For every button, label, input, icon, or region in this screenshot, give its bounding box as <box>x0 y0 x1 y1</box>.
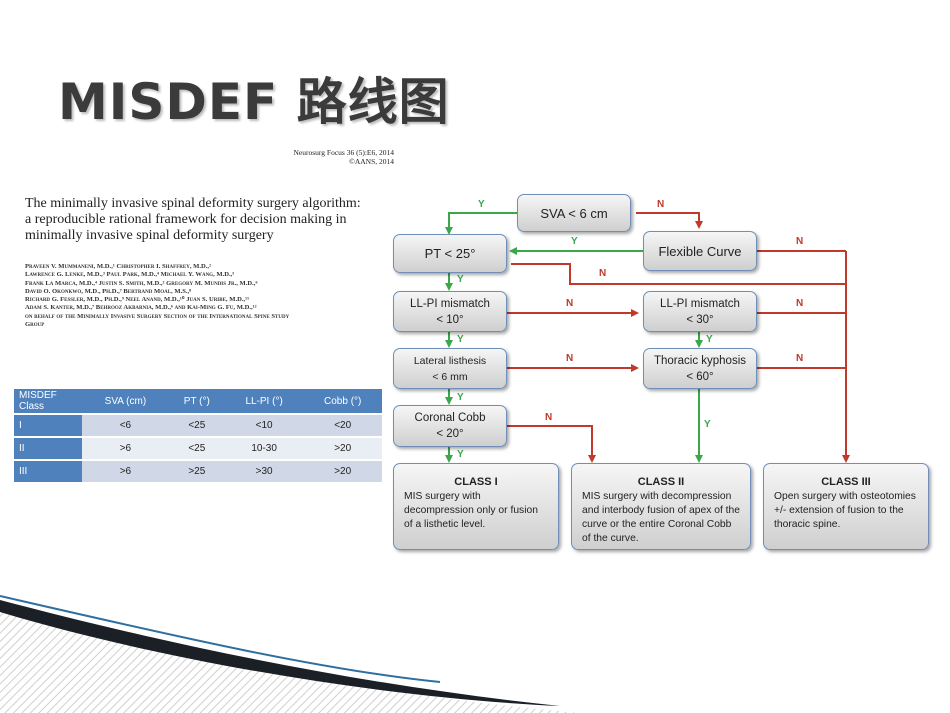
journal-copyright: ©AANS, 2014 <box>349 157 394 166</box>
no-label: N <box>796 353 804 364</box>
decision-text: Lateral listhesis <box>413 354 487 367</box>
no-label: N <box>796 298 804 309</box>
table-cell: <6 <box>82 413 169 437</box>
table-header-row: MISDEF Class SVA (cm) PT (°) LL-PI (°) C… <box>14 389 382 414</box>
class-description: MIS surgery with decompression only or f… <box>404 491 538 530</box>
decision-text: PT < 25° <box>424 246 476 261</box>
sva-decision-box: SVA < 6 cm <box>517 194 631 232</box>
no-label: N <box>566 353 574 364</box>
table-header-cell: Cobb (°) <box>303 389 382 414</box>
no-arrow <box>507 425 596 463</box>
table-row: I <6 <25 <10 <20 <box>14 413 382 437</box>
author-line: Richard G. Fessler, M.D., Ph.D.,⁹ Neel A… <box>25 296 250 304</box>
table-cell: >30 <box>224 459 304 482</box>
table-header-cell: LL-PI (°) <box>224 389 304 414</box>
table-cell: >6 <box>82 459 169 482</box>
yes-label: Y <box>706 334 713 345</box>
author-line: Praveen V. Mummaneni, M.D.,¹ Christopher… <box>25 263 212 270</box>
table-cell: <10 <box>224 413 304 437</box>
paper-title: The minimally invasive spinal deformity … <box>25 196 385 244</box>
table-cell: 10-30 <box>224 436 304 460</box>
yes-label: Y <box>457 334 464 345</box>
journal-line: Neurosurg Focus 36 (5):E6, 2014 <box>293 148 394 157</box>
llpi-10-decision-box: LL-PI mismatch < 10° <box>393 291 507 332</box>
paper-title-line: minimally invasive spinal deformity surg… <box>25 228 274 243</box>
decision-threshold: < 20° <box>436 428 464 440</box>
yes-arrow <box>445 212 517 235</box>
class-1-box: CLASS I MIS surgery with decompression o… <box>393 463 559 550</box>
author-line: Group <box>25 321 45 329</box>
class-title: CLASS I <box>454 476 498 488</box>
decorative-ribbon <box>0 595 580 713</box>
llpi-30-decision-box: LL-PI mismatch < 30° <box>643 291 757 332</box>
table-cell: >20 <box>303 459 382 482</box>
class-description: MIS surgery with decompression and inter… <box>582 491 740 544</box>
author-line: Lawrence G. Lenke, M.D.,³ Paul Park, M.D… <box>25 271 235 279</box>
paper-authors: Praveen V. Mummaneni, M.D.,¹ Christopher… <box>25 263 400 329</box>
decision-text: SVA < 6 cm <box>540 205 608 221</box>
table-cell: >6 <box>82 436 169 460</box>
table-cell: I <box>14 413 82 437</box>
journal-citation: Neurosurg Focus 36 (5):E6, 2014 ©AANS, 2… <box>282 148 394 166</box>
yes-label: Y <box>457 274 464 285</box>
decision-text: LL-PI mismatch <box>660 297 740 310</box>
no-label: N <box>657 199 665 210</box>
decision-text: LL-PI mismatch <box>410 297 490 310</box>
table-row: II >6 <25 10-30 >20 <box>14 436 382 460</box>
table-cell: <25 <box>168 436 225 460</box>
class-title: CLASS II <box>637 476 685 488</box>
no-label: N <box>545 412 553 423</box>
no-arrow <box>511 263 846 285</box>
slide-title: MISDEF 路线图 <box>58 73 450 131</box>
flexible-curve-box: Flexible Curve <box>643 231 757 271</box>
class-title: CLASS III <box>821 476 871 488</box>
misdef-class-table: MISDEF Class SVA (cm) PT (°) LL-PI (°) C… <box>14 389 382 482</box>
yes-label: Y <box>571 236 578 247</box>
yes-label: Y <box>457 392 464 403</box>
table-cell: >25 <box>168 459 225 482</box>
decision-threshold: < 6 mm <box>432 370 468 383</box>
no-arrow <box>636 212 703 229</box>
decision-text: Thoracic kyphosis <box>653 354 747 367</box>
no-label: N <box>796 236 804 247</box>
class-3-box: CLASS III Open surgery with osteotomies … <box>763 463 929 550</box>
coronal-cobb-decision-box: Coronal Cobb < 20° <box>393 405 507 447</box>
decision-text: Flexible Curve <box>658 243 742 259</box>
table-row: III >6 >25 >30 >20 <box>14 459 382 482</box>
table-cell: III <box>14 459 82 482</box>
author-line: Adam S. Kanter, M.D.,⁷ Behrooz Akbarnia,… <box>25 304 257 312</box>
no-label: N <box>599 268 607 279</box>
table-cell: <25 <box>168 413 225 437</box>
table-cell: II <box>14 436 82 460</box>
table-header-cell: SVA (cm) <box>82 389 169 414</box>
class-description: Open surgery with osteotomies +/- extens… <box>774 491 916 530</box>
table-cell: >20 <box>303 436 382 460</box>
yes-label: Y <box>457 449 464 460</box>
decision-threshold: < 10° <box>436 313 464 326</box>
paper-title-line: The minimally invasive spinal deformity … <box>25 196 361 211</box>
table-header-cell: MISDEF Class <box>14 389 82 414</box>
author-line: David O. Okonkwo, M.D., Ph.D.,⁷ Bertrand… <box>25 287 192 295</box>
class-2-box: CLASS II MIS surgery with decompression … <box>571 463 751 550</box>
yes-label: Y <box>478 199 485 210</box>
pt-decision-box: PT < 25° <box>393 234 507 273</box>
author-line: on behalf of the Minimally Invasive Surg… <box>25 312 290 320</box>
thoracic-kyphosis-decision-box: Thoracic kyphosis < 60° <box>643 348 757 389</box>
lateral-listhesis-decision-box: Lateral listhesis < 6 mm <box>393 348 507 389</box>
table-cell: <20 <box>303 413 382 437</box>
decision-text: Coronal Cobb <box>414 412 486 424</box>
decision-threshold: < 60° <box>686 370 714 383</box>
no-label: N <box>566 298 574 309</box>
author-line: Frank La Marca, M.D.,⁴ Justin S. Smith, … <box>25 279 258 287</box>
yes-label: Y <box>704 419 711 430</box>
decision-threshold: < 30° <box>686 313 714 326</box>
table-header-cell: PT (°) <box>168 389 225 414</box>
paper-title-line: a reproducible rational framework for de… <box>25 212 347 227</box>
